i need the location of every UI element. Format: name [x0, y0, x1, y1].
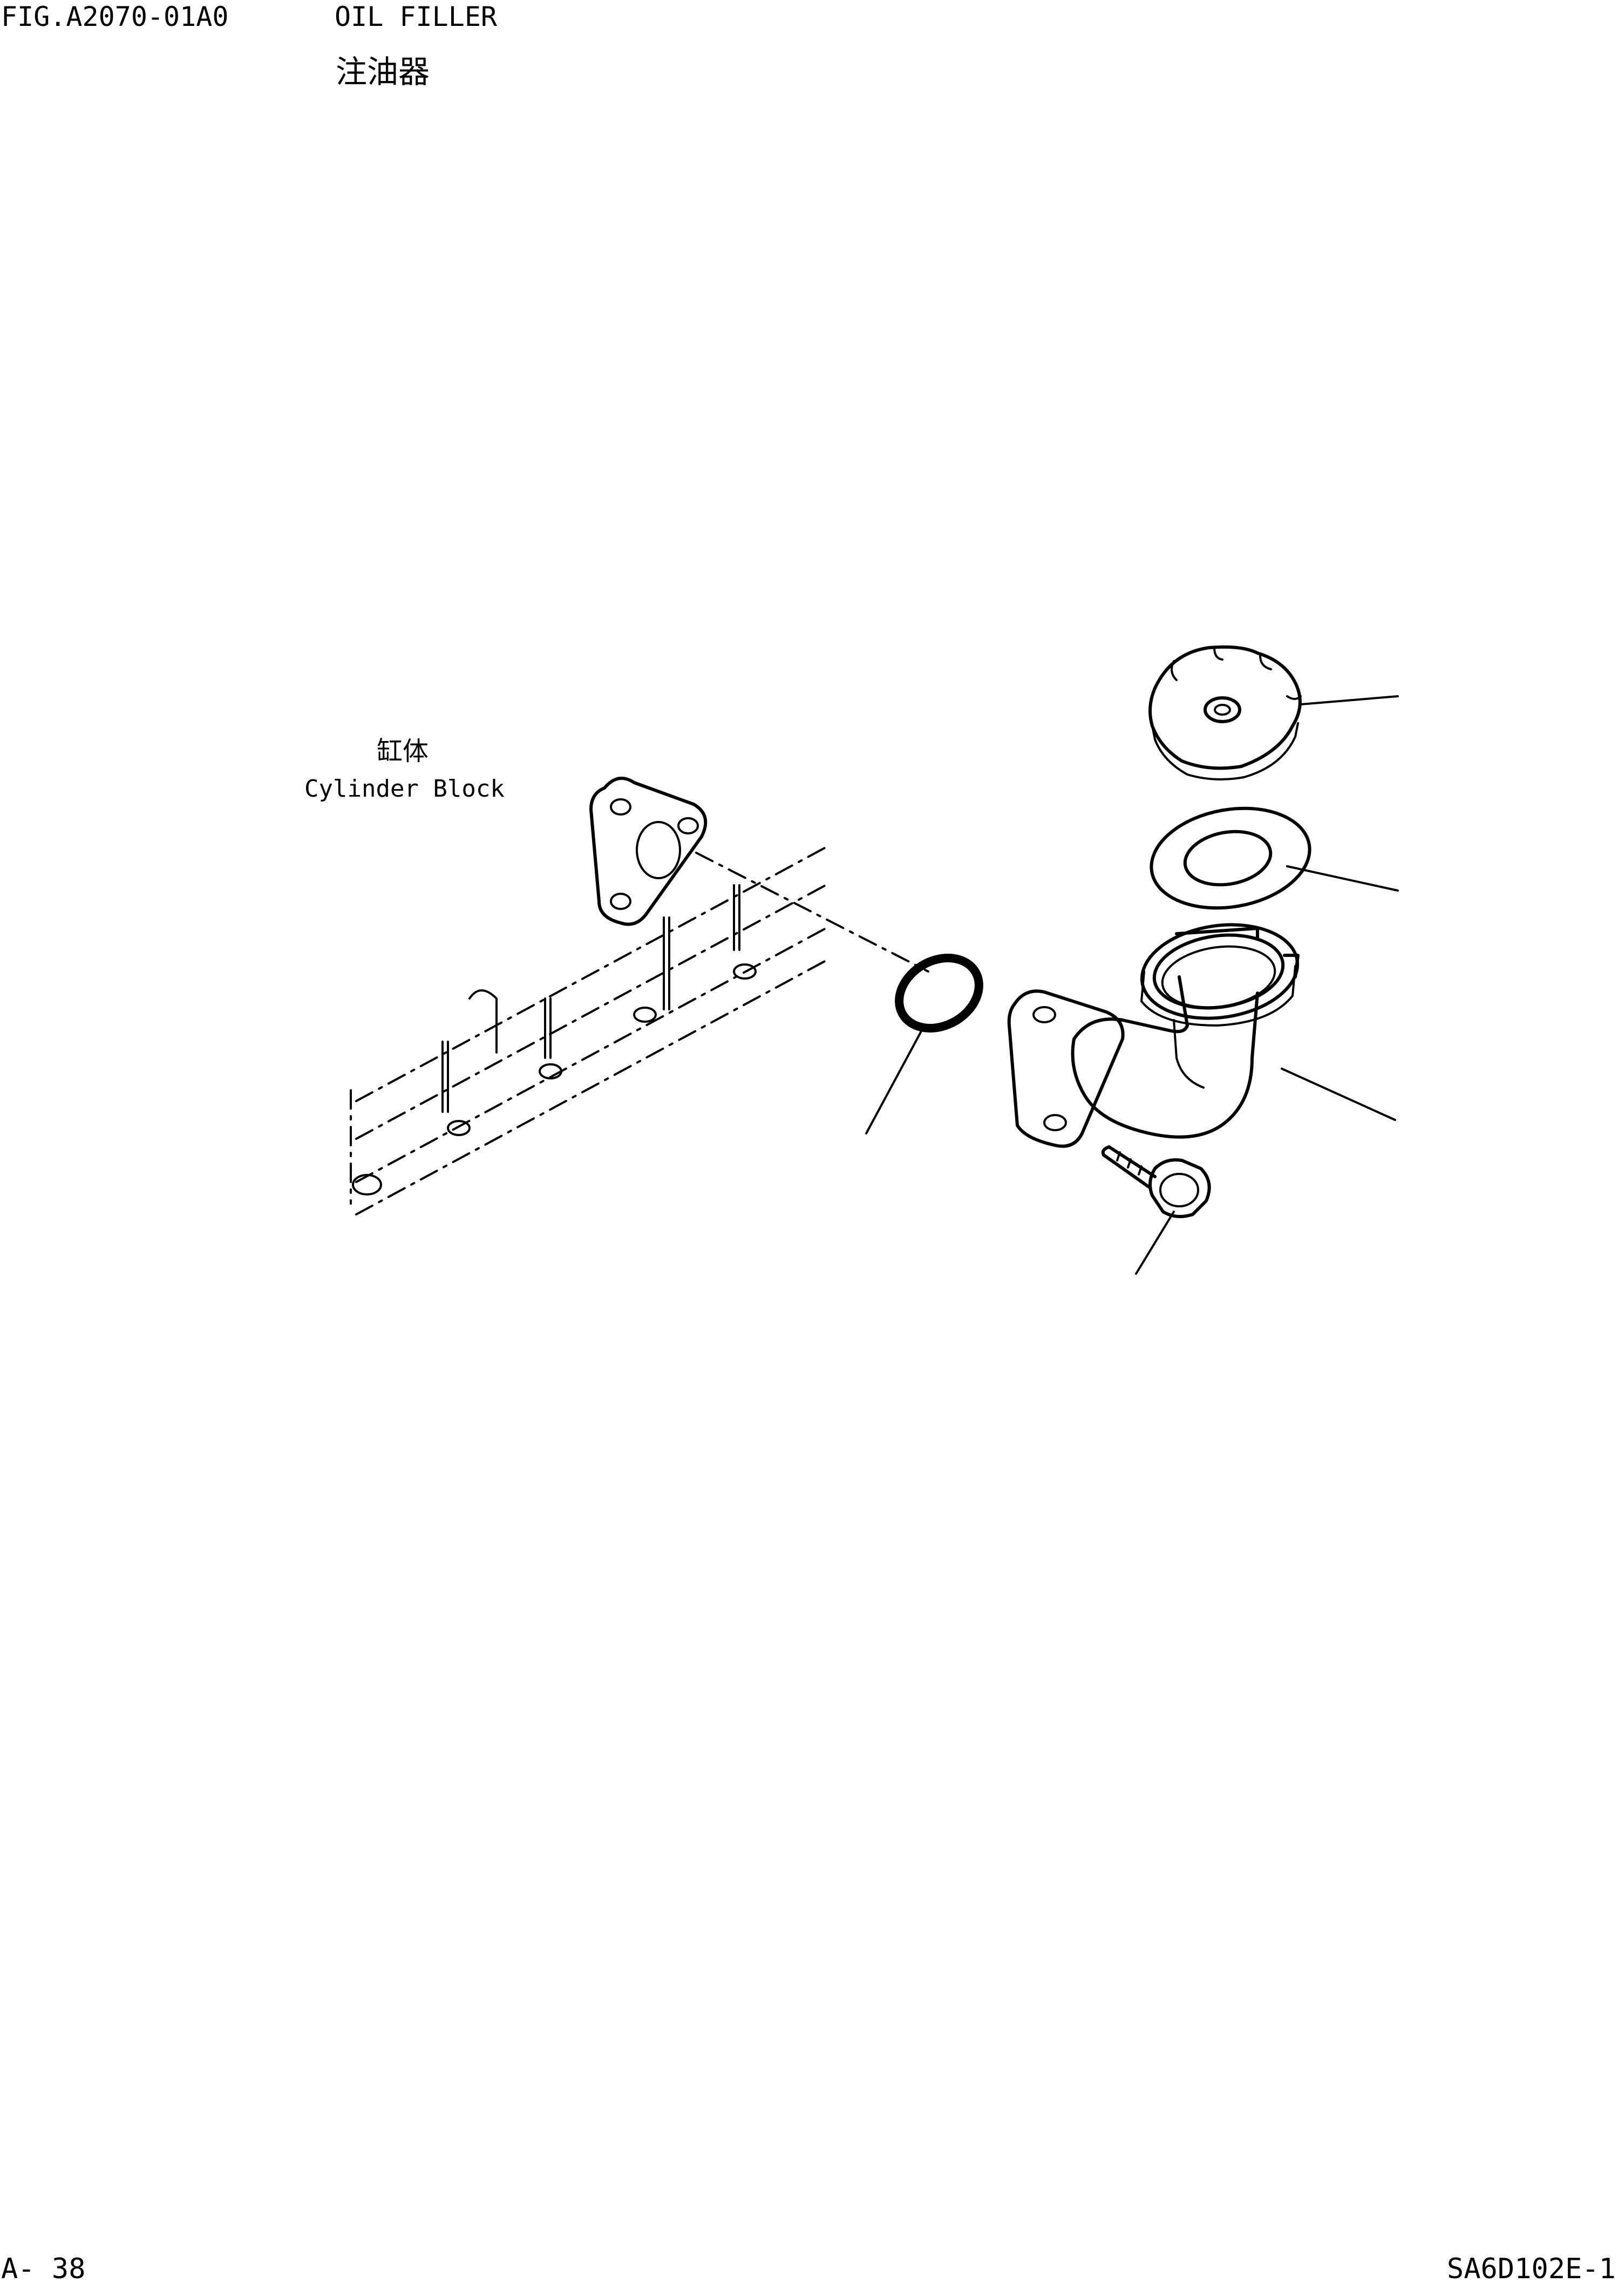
leader-o-ring	[865, 1027, 924, 1135]
document-code: SA6D102E-1	[1446, 2253, 1616, 2285]
o-ring-drawing	[895, 954, 983, 1032]
cylinder-block-label-cn: 缸体	[377, 736, 429, 766]
page-number: A- 38	[1, 2253, 86, 2285]
leader-filler-tube	[1281, 1068, 1396, 1121]
figure-title: OIL FILLER	[335, 1, 498, 32]
leader-cap	[1300, 695, 1399, 705]
cylinder-block-label: Cylinder Block	[304, 775, 505, 803]
cylinder-block-outline	[350, 777, 827, 1215]
flange-bolt-drawing	[1101, 1145, 1211, 1218]
leader-gasket	[1286, 865, 1399, 892]
assembly-centerline	[695, 852, 929, 973]
filler-cap-drawing	[1148, 645, 1302, 780]
figure-title-cn: 注油器	[336, 53, 430, 90]
leader-bolt	[1135, 1211, 1175, 1275]
filler-tube-drawing	[1007, 923, 1300, 1148]
gasket-drawing	[1150, 806, 1311, 910]
figure-code: FIG.A2070-01A0	[1, 1, 229, 32]
